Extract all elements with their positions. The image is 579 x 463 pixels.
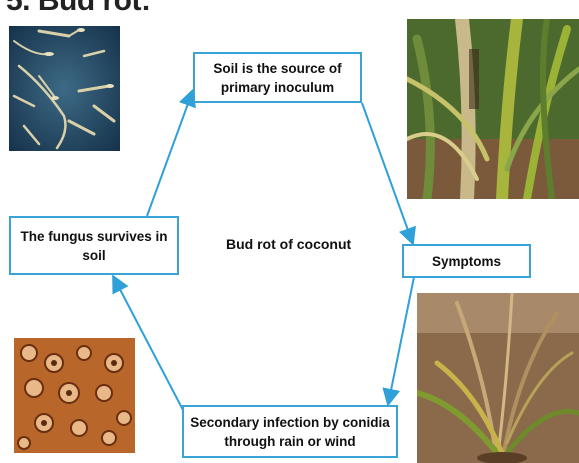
arrow-fungus-to-soil [147, 90, 193, 216]
fungus-survives-box: The fungus survives in soil [9, 216, 179, 275]
arrow-soil-to-symptoms [362, 103, 413, 244]
symptoms-box: Symptoms [402, 244, 531, 278]
arrow-secondary-to-fungus [113, 276, 183, 410]
soil-source-box: Soil is the source of primary inoculum [193, 52, 362, 103]
center-label: Bud rot of coconut [226, 236, 351, 252]
arrow-symptoms-to-secondary [388, 277, 414, 405]
secondary-infection-box: Secondary infection by conidia through r… [182, 405, 398, 458]
